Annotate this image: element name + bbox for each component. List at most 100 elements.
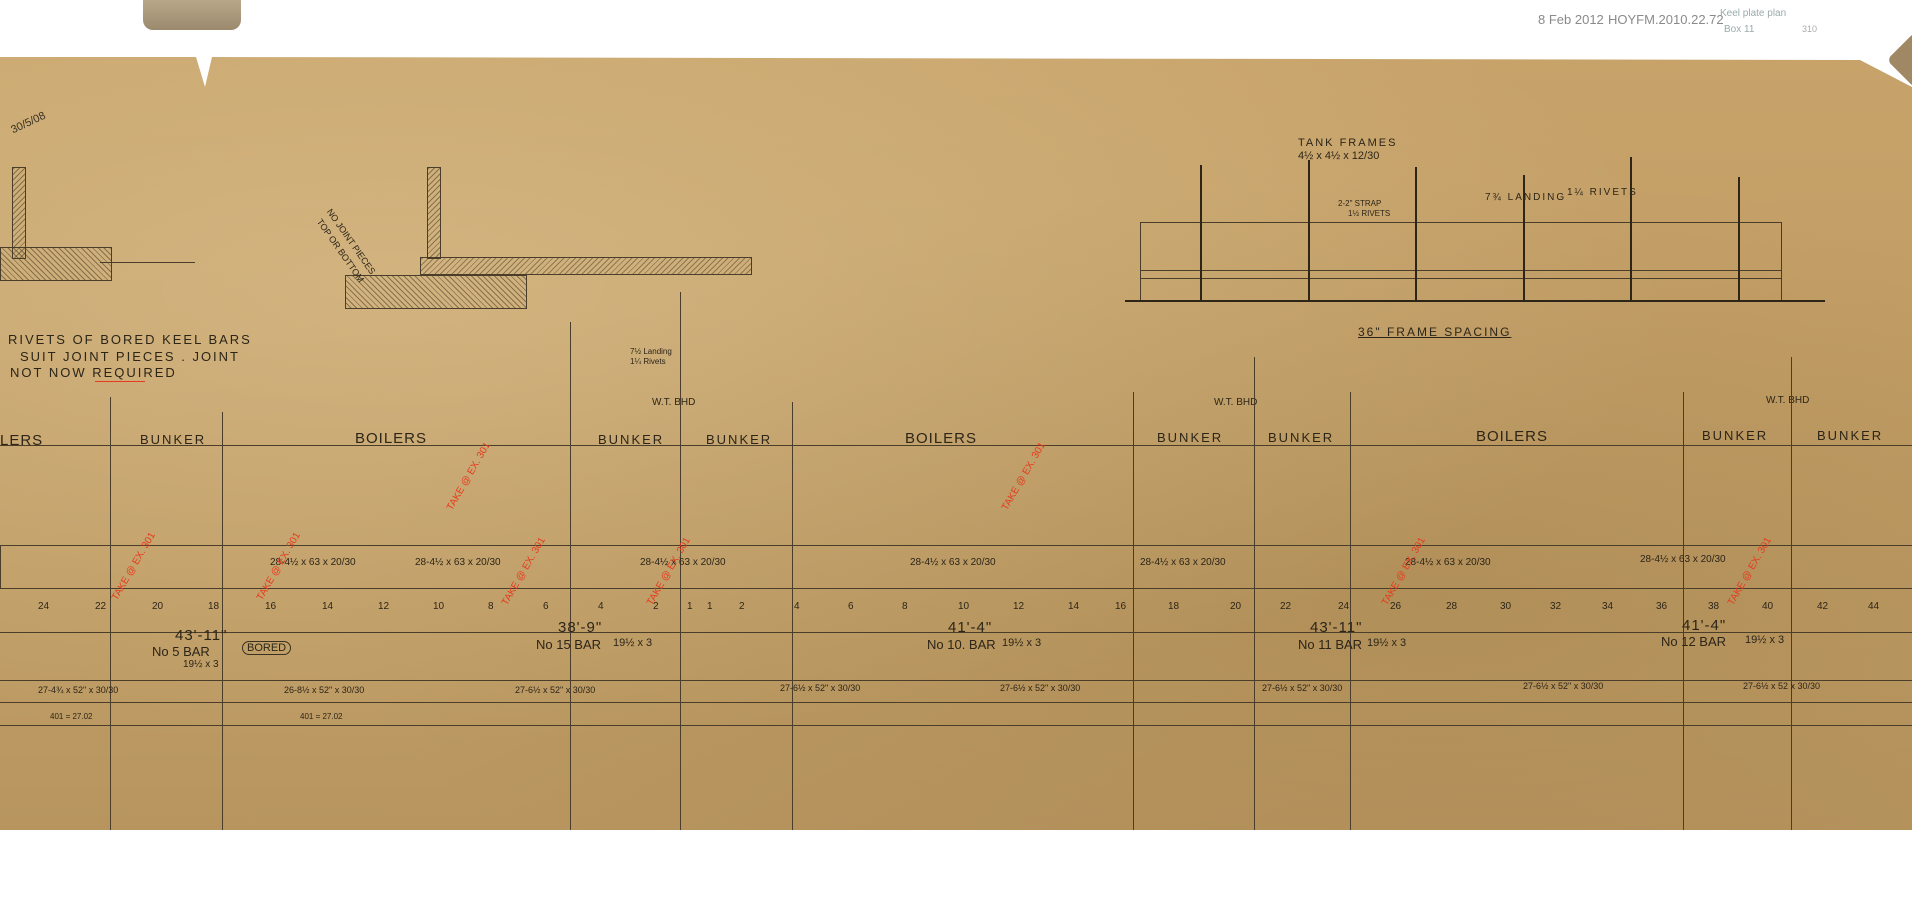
frame-number: 18 <box>1168 601 1180 612</box>
paper-weight <box>143 0 241 30</box>
frame-number: 10 <box>433 601 445 612</box>
bottom-plate-spec: 27-6½ x 52" x 30/30 <box>515 685 596 695</box>
frame-number: 2 <box>739 601 745 612</box>
frame-number: 24 <box>38 601 50 612</box>
compartment-label: BUNKER <box>1702 428 1769 443</box>
strap-rivets: 1½ RIVETS <box>1348 209 1391 218</box>
frame-number: 6 <box>848 601 854 612</box>
archive-note-2: Box 11 <box>1724 24 1755 35</box>
bar-size: 19½ x 3 <box>1002 637 1042 649</box>
frame-number: 36 <box>1656 601 1668 612</box>
drawing-sheet: 30/5/08 RIVETS OF BORED KEEL BARS SUIT J… <box>0 57 1912 830</box>
compartment-line <box>0 445 1912 446</box>
keel-web-left <box>12 167 26 259</box>
bottom-plate-spec: 27-6½ x 52" x 30/30 <box>1523 681 1604 691</box>
keel-section-center <box>345 275 527 309</box>
compartment-label: BUNKER <box>706 432 773 447</box>
bar-length: 43'-11" <box>175 627 228 644</box>
frame-number: 44 <box>1868 601 1880 612</box>
keel-web-center <box>427 167 441 259</box>
bottom-plate-spec: 27-6½ x 52 x 30/30 <box>1743 681 1821 691</box>
frame-number: 1 <box>707 601 713 612</box>
red-annotation: TAKE @ EX. 301 <box>445 440 493 513</box>
frame-number: 34 <box>1602 601 1614 612</box>
frame-number: 20 <box>152 601 164 612</box>
weight-note: 401 = 27.02 <box>50 712 93 721</box>
frame-number: 1 <box>687 601 693 612</box>
bulkhead-label: W.T. BHD <box>652 397 696 408</box>
frame-spacing-label: 36" FRAME SPACING <box>1358 325 1512 339</box>
bar-name: No 15 BAR <box>536 637 602 652</box>
center-landing: 7½ Landing <box>630 347 672 356</box>
frame-number: 2 <box>653 601 659 612</box>
keel-plate-center <box>420 257 752 275</box>
bar-name: No 11 BAR <box>1298 637 1363 652</box>
frame-number: 32 <box>1550 601 1562 612</box>
frame-number: 18 <box>208 601 220 612</box>
bottom-plate-spec: 26-8½ x 52" x 30/30 <box>284 685 365 695</box>
archive-note-1: Keel plate plan <box>1720 8 1787 19</box>
frame-number: 14 <box>322 601 334 612</box>
frame-number: 8 <box>902 601 908 612</box>
compartment-label: BOILERS <box>355 430 428 447</box>
frame-number: 12 <box>378 601 390 612</box>
bored-note: BORED <box>242 641 292 655</box>
bar-size: 19½ x 3 <box>613 637 653 649</box>
plate-spec: 28-4½ x 63 x 20/30 <box>270 557 356 568</box>
bulkhead-label: W.T. BHD <box>1766 395 1810 406</box>
tank-plate <box>1140 222 1782 279</box>
red-underline <box>95 381 145 382</box>
tank-frames-label: TANK FRAMES <box>1298 137 1398 149</box>
plate-spec: 28-4½ x 63 x 20/30 <box>910 557 996 568</box>
bottom-plate-spec: 27-6½ x 52" x 30/30 <box>1262 683 1343 693</box>
frame-number: 22 <box>1280 601 1292 612</box>
center-rivets: 1¼ Rivets <box>630 357 666 366</box>
frame-number: 42 <box>1817 601 1829 612</box>
tank-frames-size: 4½ x 4½ x 12/30 <box>1298 150 1380 162</box>
keel-plate-strip <box>0 545 1912 589</box>
red-annotation: TAKE @ EX. 301 <box>1000 440 1048 513</box>
bar-length: 38'-9" <box>558 619 603 636</box>
bar-length: 41'-4" <box>948 619 993 636</box>
bar-size: 19½ x 3 <box>1745 634 1785 646</box>
bulkhead-label: W.T. BHD <box>1214 397 1258 408</box>
frame-number: 30 <box>1500 601 1512 612</box>
bar-length: 41'-4" <box>1682 617 1727 634</box>
compartment-label: BUNKER <box>140 432 207 447</box>
frame-number: 16 <box>265 601 277 612</box>
plate-spec: 28-4½ x 63 x 20/30 <box>1405 557 1491 568</box>
frame-number: 16 <box>1115 601 1127 612</box>
bottom-plate-spec: 27-6½ x 52" x 30/30 <box>1000 683 1081 693</box>
compartment-label: LERS <box>0 432 44 449</box>
plate-spec: 28-4½ x 63 x 20/30 <box>415 557 501 568</box>
frame-number: 22 <box>95 601 107 612</box>
frame-number: 38 <box>1708 601 1720 612</box>
bottom-plate-spec: 27-6½ x 52" x 30/30 <box>780 683 861 693</box>
compartment-label: BUNKER <box>1268 430 1335 445</box>
weight-note: 401 = 27.02 <box>300 712 343 721</box>
frame-number: 12 <box>1013 601 1025 612</box>
frame-number: 10 <box>958 601 970 612</box>
archive-accession: HOYFM.2010.22.72 <box>1608 12 1724 27</box>
frame-number: 20 <box>1230 601 1242 612</box>
left-note-line-1: RIVETS OF BORED KEEL BARS <box>8 332 252 347</box>
plate-spec: 28-4½ x 63 x 20/30 <box>640 557 726 568</box>
tank-plate-lower <box>1140 270 1782 302</box>
bar-size: 19½ x 3 <box>183 659 219 670</box>
frame-number: 28 <box>1446 601 1458 612</box>
frame-number: 6 <box>543 601 549 612</box>
bar-size: 19½ x 3 <box>1367 637 1407 649</box>
bottom-plate-spec: 27-4¾ x 52" x 30/30 <box>38 685 119 695</box>
compartment-label: BOILERS <box>905 430 978 447</box>
bar-name: No 10. BAR <box>927 637 996 652</box>
frame-number: 14 <box>1068 601 1080 612</box>
archive-code: 310 <box>1802 24 1818 34</box>
frame-number: 4 <box>794 601 800 612</box>
plate-spec: 28-4½ x 63 x 20/30 <box>1640 554 1726 565</box>
archive-date: 8 Feb 2012 <box>1538 12 1604 27</box>
compartment-label: BUNKER <box>1157 430 1224 445</box>
frame-number: 26 <box>1390 601 1402 612</box>
landing-rivets: 1¼ RIVETS <box>1567 187 1638 198</box>
plate-spec: 28-4½ x 63 x 20/30 <box>1140 557 1226 568</box>
bar-name: No 5 BAR <box>152 644 210 659</box>
